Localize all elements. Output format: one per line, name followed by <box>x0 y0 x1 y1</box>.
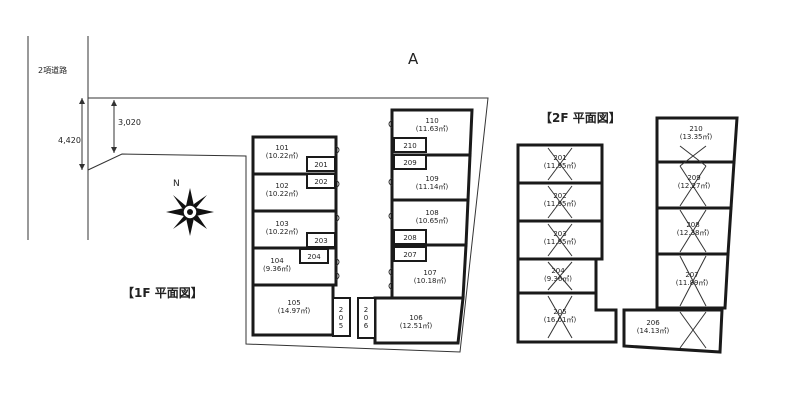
stair-207 <box>393 246 427 262</box>
room-number: 208 <box>686 221 699 229</box>
room-area: (11.63㎡) <box>416 125 449 133</box>
north-label: N <box>173 179 180 189</box>
room-area: (11.89㎡) <box>676 279 709 287</box>
room-206 <box>622 308 724 354</box>
dimension-arrow <box>79 98 85 104</box>
stair-208 <box>393 229 427 245</box>
room-area: (12.38㎡) <box>677 229 710 237</box>
room-area: (10.22㎡) <box>266 152 299 160</box>
room-area: (11.95㎡) <box>544 162 577 170</box>
dimension-right: 3,020 <box>118 118 141 127</box>
floor2-right-block: 210 (13.35㎡) 209 (12.27㎡) 208 (12.38㎡) 2… <box>622 116 739 354</box>
room-area: (11.95㎡) <box>544 200 577 208</box>
stair-201 <box>306 156 336 172</box>
room-area: (10.22㎡) <box>266 190 299 198</box>
room-number: 103 <box>275 220 288 228</box>
room-area: (10.18㎡) <box>414 277 447 285</box>
site-boundary <box>87 97 489 353</box>
floor1-right-block: 110 (11.63㎡) 109 (11.14㎡) 108 (10.65㎡) 1… <box>357 108 474 345</box>
room-area: (16.01㎡) <box>544 316 577 324</box>
stair-label: 201 <box>314 161 327 169</box>
room-area: (9.36㎡) <box>263 265 291 273</box>
room-number: 102 <box>275 182 288 190</box>
room-area: (14.13㎡) <box>637 327 670 335</box>
stair-204 <box>299 248 329 264</box>
room-number: 205 <box>553 308 566 316</box>
room-number: 206 <box>646 319 660 327</box>
floor2-left-block: 201 (11.95㎡) 202 (11.95㎡) 203 (11.95㎡) 2… <box>516 143 618 344</box>
room-number: 107 <box>423 269 436 277</box>
void-cross-hatch <box>679 145 707 349</box>
stair-203 <box>306 232 336 248</box>
door-swing <box>335 145 340 281</box>
room-number: 203 <box>553 230 566 238</box>
room-area: (12.51㎡) <box>400 322 433 330</box>
room-area: (10.65㎡) <box>416 217 449 225</box>
room-number: 204 <box>551 267 565 275</box>
room-area: (13.35㎡) <box>680 133 713 141</box>
room-number: 101 <box>275 144 288 152</box>
stair-209 <box>393 154 427 170</box>
stair-202 <box>306 173 336 189</box>
stair-label: 203 <box>314 237 327 245</box>
room-105 <box>251 283 335 337</box>
room-number: 104 <box>270 257 284 265</box>
room-number: 207 <box>685 271 698 279</box>
stair-205 <box>332 297 351 337</box>
room-205 <box>516 291 618 344</box>
room-number: 201 <box>553 154 566 162</box>
dimension-arrow <box>111 100 117 106</box>
marker-a: A <box>408 50 419 68</box>
floor2-title: 【2F 平面図】 <box>540 110 621 125</box>
stair-label: 202 <box>314 178 327 186</box>
room-number: 202 <box>553 192 566 200</box>
stair-label: 207 <box>403 251 416 259</box>
stair-206 <box>357 297 376 339</box>
room-number: 106 <box>409 314 423 322</box>
stair-label: 209 <box>403 159 416 167</box>
dimension-left: 4,420 <box>58 136 81 145</box>
room-number: 110 <box>425 117 438 125</box>
compass-icon <box>166 188 214 236</box>
stair-label: 204 <box>307 253 321 261</box>
room-area: (12.27㎡) <box>678 182 711 190</box>
room-area: (14.97㎡) <box>278 307 311 315</box>
room-area: (11.14㎡) <box>416 183 449 191</box>
room-number: 210 <box>689 125 702 133</box>
floor1-title: 【1F 平面図】 <box>122 285 203 300</box>
room-number: 109 <box>425 175 438 183</box>
room-number: 209 <box>687 174 700 182</box>
stair-210 <box>393 137 427 153</box>
road-label: 2項道路 <box>38 65 67 75</box>
room-area: (11.95㎡) <box>544 238 577 246</box>
room-202 <box>516 181 604 223</box>
floor1-left-block: 101 (10.22㎡) 102 (10.22㎡) 103 (10.22㎡) 1… <box>251 135 351 337</box>
room-area: (10.22㎡) <box>266 228 299 236</box>
room-number: 105 <box>287 299 300 307</box>
void-cross-hatch <box>547 147 573 339</box>
dimension-arrow <box>111 147 117 153</box>
room-area: (9.36㎡) <box>544 275 572 283</box>
stair-label: 210 <box>403 142 416 150</box>
dimension-arrow <box>79 164 85 170</box>
stair-label: 208 <box>403 234 416 242</box>
room-number: 108 <box>425 209 438 217</box>
door-swing <box>388 119 393 291</box>
